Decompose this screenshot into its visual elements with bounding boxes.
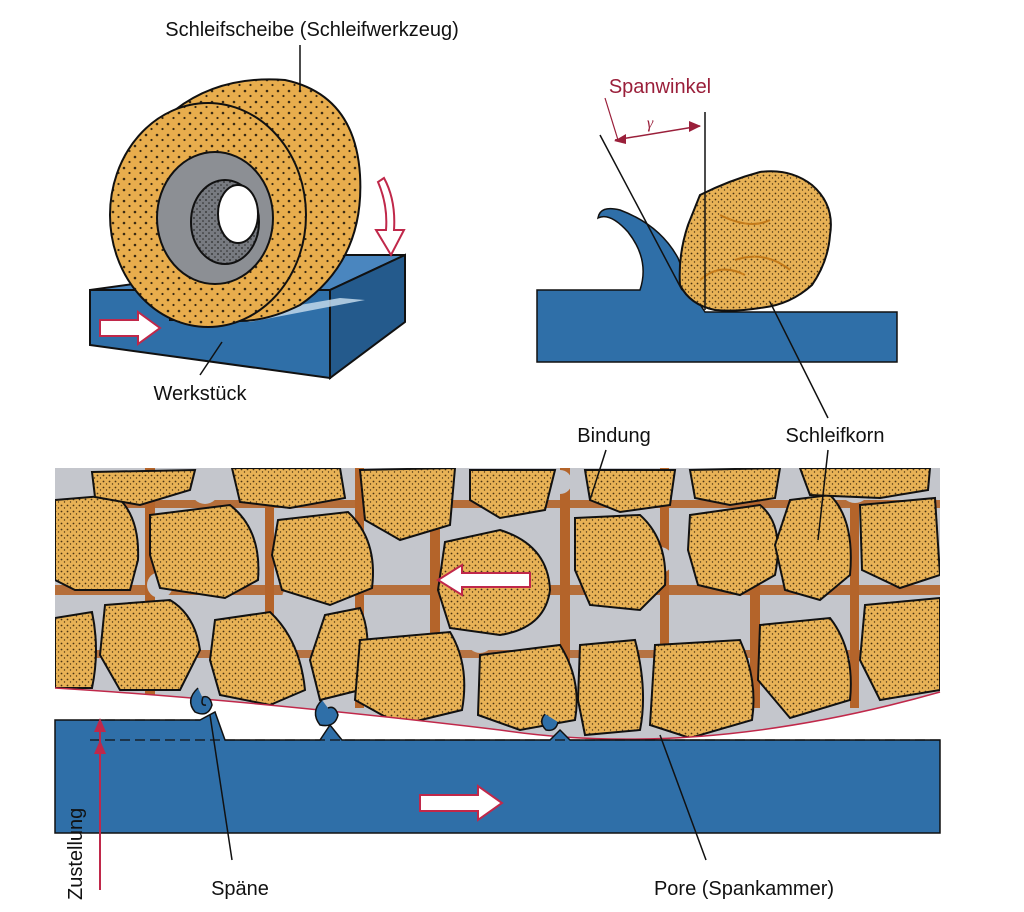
wheel-illustration [89, 45, 406, 380]
chips [189, 687, 559, 732]
chips-leader [209, 714, 233, 861]
workpiece-feed-arrow-lower [419, 784, 504, 822]
pore-label: Pore (Spankammer) [654, 878, 834, 900]
gamma-symbol: γ [647, 115, 654, 132]
rake-line [599, 134, 683, 291]
workpiece-label: Werkstück [154, 383, 248, 405]
wheel-rotation-arrow [436, 563, 531, 597]
wheel-structure [54, 449, 941, 740]
workpiece-feed-arrow [99, 310, 162, 346]
pore-leader [659, 734, 707, 861]
rotation-arrow [374, 176, 406, 258]
grain-label: Schleifkorn [786, 425, 885, 447]
bond-label: Bindung [577, 425, 650, 447]
workpiece-leader [199, 341, 223, 376]
chip-formation-illustration [536, 97, 898, 419]
workpiece-bar [54, 710, 941, 834]
rake-angle-label: Spanwinkel [609, 76, 711, 98]
bond-leader [589, 449, 607, 501]
grain-leader [769, 301, 829, 419]
angle-dimension [614, 125, 701, 141]
infeed-label: Zustellung [65, 808, 87, 900]
abrasive-grain [678, 170, 832, 312]
grains [55, 468, 940, 740]
chips-label: Späne [211, 878, 269, 900]
grinding-wheel [109, 78, 362, 328]
wheel-label: Schleifscheibe (Schleifwerkzeug) [165, 19, 458, 41]
infeed-indicator [94, 718, 106, 890]
